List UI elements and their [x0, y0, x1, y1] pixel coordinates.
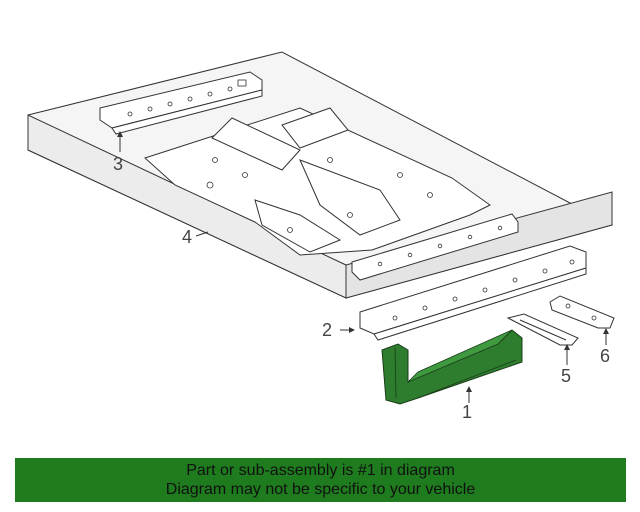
banner-line-1: Part or sub-assembly is #1 in diagram [186, 462, 455, 479]
leader-4 [195, 231, 209, 237]
arrow-1 [466, 386, 472, 392]
part-3-crossmember [99, 71, 263, 135]
center-floor-pan [144, 107, 491, 256]
part-5-bracket [506, 313, 579, 346]
callout-4: 4 [182, 227, 192, 247]
callout-5: 5 [561, 366, 571, 386]
callout-2: 2 [322, 320, 332, 340]
info-banner: Part or sub-assembly is #1 in diagram Di… [15, 458, 626, 502]
arrow-2 [349, 327, 355, 333]
arrow-3 [117, 131, 123, 137]
callout-6: 6 [600, 346, 610, 366]
part-1-highlighted [381, 329, 523, 405]
part-2-rocker-sill [359, 245, 587, 341]
inner-rocker [351, 213, 519, 281]
callout-1: 1 [462, 402, 472, 422]
floor-panel-edge-right [345, 191, 613, 299]
callout-3: 3 [113, 154, 123, 174]
arrow-6 [603, 328, 609, 334]
arrow-5 [564, 344, 570, 350]
banner-line-2: Diagram may not be specific to your vehi… [165, 481, 476, 498]
part-6-plate [549, 295, 615, 329]
